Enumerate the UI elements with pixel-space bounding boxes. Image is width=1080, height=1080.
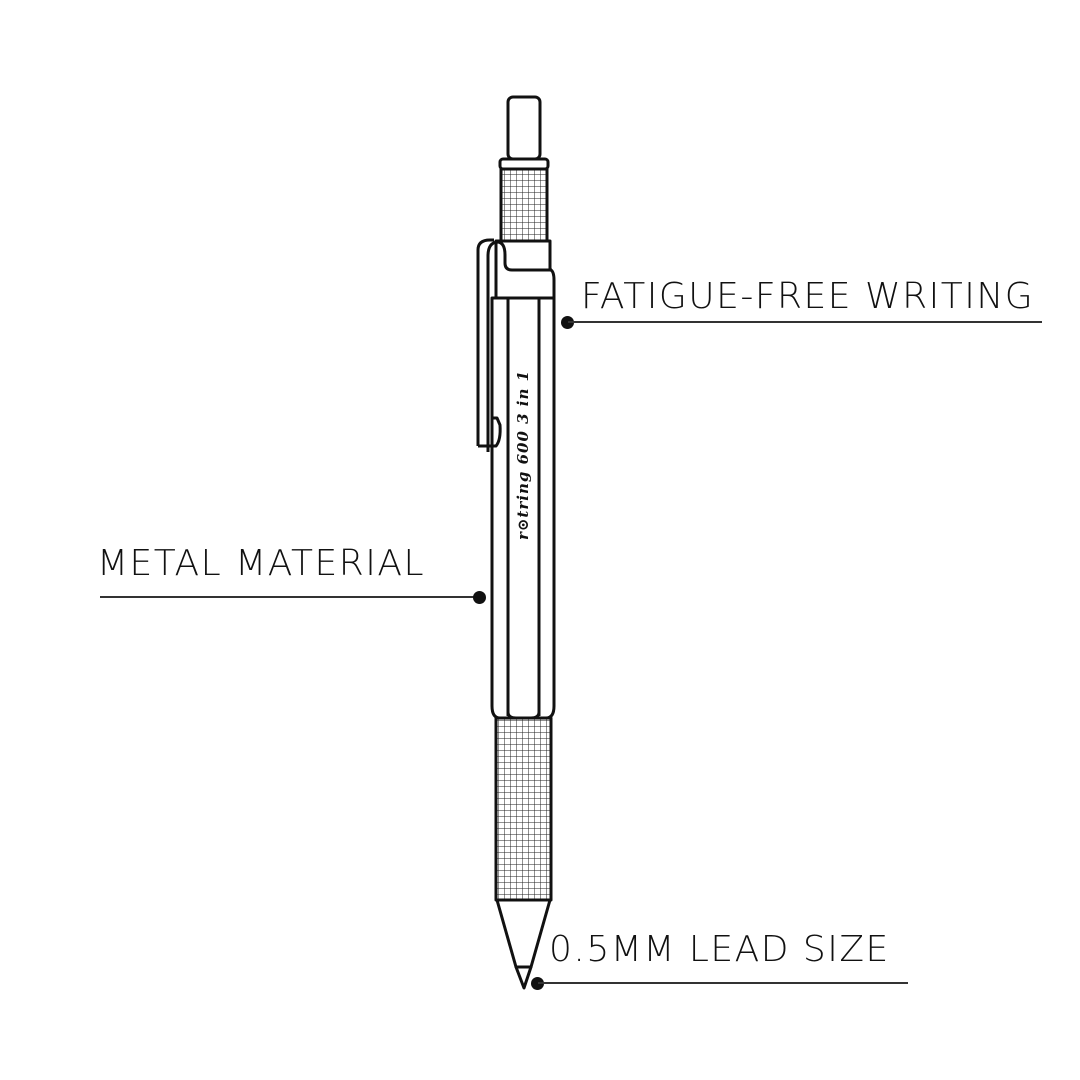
upper-knurl bbox=[499, 167, 549, 243]
leader-line-metal bbox=[100, 596, 480, 598]
callout-dot-lead bbox=[531, 977, 544, 990]
callout-lead-size: 0.5MM LEAD SIZE bbox=[549, 929, 890, 970]
lead-sleeve bbox=[514, 965, 533, 990]
push-button bbox=[506, 95, 542, 161]
callout-fatigue-free-writing: FATIGUE-FREE WRITING bbox=[581, 276, 1035, 317]
brand-imprint: r⊙tring 600 3 in 1 bbox=[514, 369, 532, 541]
pocket-clip bbox=[486, 240, 552, 452]
callout-metal-material: METAL MATERIAL bbox=[97, 543, 426, 584]
callout-dot-fatigue bbox=[561, 316, 574, 329]
tip-cone bbox=[495, 898, 552, 969]
grip-knurl bbox=[494, 716, 553, 902]
callout-dot-metal bbox=[473, 591, 486, 604]
leader-line-fatigue bbox=[568, 321, 1042, 323]
leader-line-lead bbox=[538, 982, 908, 984]
